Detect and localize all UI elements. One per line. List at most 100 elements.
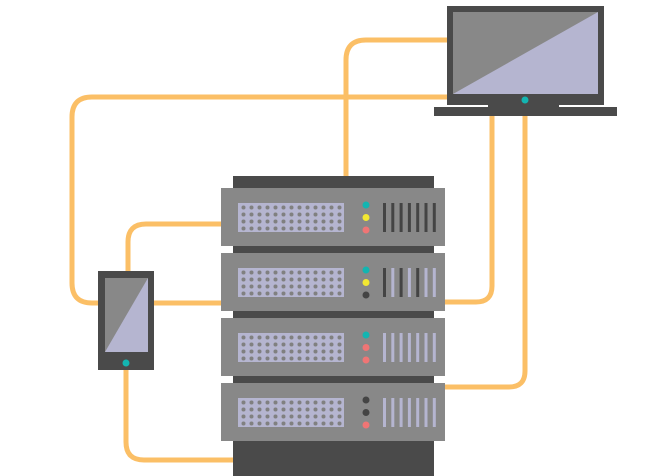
drive-slot	[432, 203, 436, 232]
vent-hole	[289, 277, 294, 282]
vent-hole	[265, 342, 270, 347]
vent-hole	[241, 349, 246, 354]
vent-hole	[305, 226, 310, 231]
status-led-icon	[362, 214, 370, 221]
vent-hole	[297, 342, 302, 347]
vent-hole	[273, 407, 278, 412]
drive-slot	[407, 333, 411, 362]
drive-slot	[416, 203, 420, 232]
drive-slot	[432, 398, 436, 427]
vent-hole	[329, 205, 334, 210]
vent-hole	[265, 205, 270, 210]
vent-hole	[265, 291, 270, 296]
status-led-icon	[362, 279, 370, 286]
drive-slot	[424, 333, 428, 362]
vent-hole	[257, 284, 262, 289]
drive-slot	[416, 333, 420, 362]
vent-hole	[313, 226, 318, 231]
phone-screen-reflection	[105, 278, 148, 352]
server-rack	[221, 176, 445, 476]
laptop-screen-reflection	[453, 12, 598, 94]
vent-hole	[281, 226, 286, 231]
vent-hole	[289, 335, 294, 340]
vent-hole	[265, 212, 270, 217]
vent-hole	[249, 219, 254, 224]
vent-hole	[281, 400, 286, 405]
status-led-icon	[362, 409, 370, 416]
vent-hole	[241, 342, 246, 347]
cable-server-to-phone-top	[125, 221, 221, 271]
vent-hole	[337, 414, 342, 419]
drive-slot	[391, 203, 395, 232]
vent-hole	[297, 407, 302, 412]
vent-hole	[257, 421, 262, 426]
laptop-base	[434, 107, 617, 116]
vent-hole	[241, 212, 246, 217]
vent-hole	[313, 284, 318, 289]
vent-hole	[241, 270, 246, 275]
vent-hole	[249, 400, 254, 405]
vent-hole	[313, 205, 318, 210]
server-unit	[221, 318, 445, 376]
vent-hole	[321, 414, 326, 419]
vent-hole	[273, 284, 278, 289]
vent-hole	[329, 421, 334, 426]
vent-hole	[313, 349, 318, 354]
vent-hole	[281, 407, 286, 412]
phone	[98, 271, 154, 370]
vent-hole	[249, 421, 254, 426]
vent-hole	[257, 270, 262, 275]
vent-hole	[305, 212, 310, 217]
cable-server-to-laptop	[343, 37, 447, 176]
vent-hole	[289, 356, 294, 361]
status-led-icon	[362, 356, 370, 364]
vent-hole	[273, 291, 278, 296]
vent-hole	[289, 291, 294, 296]
vent-hole	[297, 335, 302, 340]
vent-hole	[297, 226, 302, 231]
vent-hole	[241, 205, 246, 210]
vent-hole	[313, 291, 318, 296]
vent-hole	[289, 205, 294, 210]
vent-hole	[281, 414, 286, 419]
vent-hole	[241, 400, 246, 405]
vent-hole	[297, 205, 302, 210]
vent-hole	[241, 291, 246, 296]
vent-hole	[241, 219, 246, 224]
vent-hole	[321, 349, 326, 354]
vent-hole	[321, 284, 326, 289]
vent-hole	[289, 349, 294, 354]
vent-hole	[337, 205, 342, 210]
vent-hole	[305, 421, 310, 426]
vent-hole	[241, 226, 246, 231]
vent-hole	[337, 400, 342, 405]
vent-hole	[265, 414, 270, 419]
drive-slot	[407, 268, 411, 297]
drive-slot	[383, 203, 386, 232]
vent-hole	[265, 407, 270, 412]
vent-hole	[265, 400, 270, 405]
vent-hole	[329, 226, 334, 231]
vent-hole	[313, 407, 318, 412]
vent-hole	[337, 277, 342, 282]
vent-hole	[329, 335, 334, 340]
drive-slot	[416, 268, 420, 297]
vent-hole	[265, 270, 270, 275]
vent-hole	[305, 407, 310, 412]
vent-hole	[289, 342, 294, 347]
vent-hole	[305, 219, 310, 224]
vent-hole	[297, 219, 302, 224]
drive-slot	[399, 268, 403, 297]
vent-hole	[257, 414, 262, 419]
vent-hole	[321, 270, 326, 275]
vent-hole	[289, 270, 294, 275]
vent-hole	[321, 342, 326, 347]
drive-slot	[383, 398, 386, 427]
vent-hole	[265, 277, 270, 282]
vent-hole	[273, 277, 278, 282]
vent-hole	[329, 356, 334, 361]
vent-hole	[305, 349, 310, 354]
vent-hole	[321, 335, 326, 340]
vent-hole	[273, 414, 278, 419]
status-led-icon	[362, 226, 370, 234]
